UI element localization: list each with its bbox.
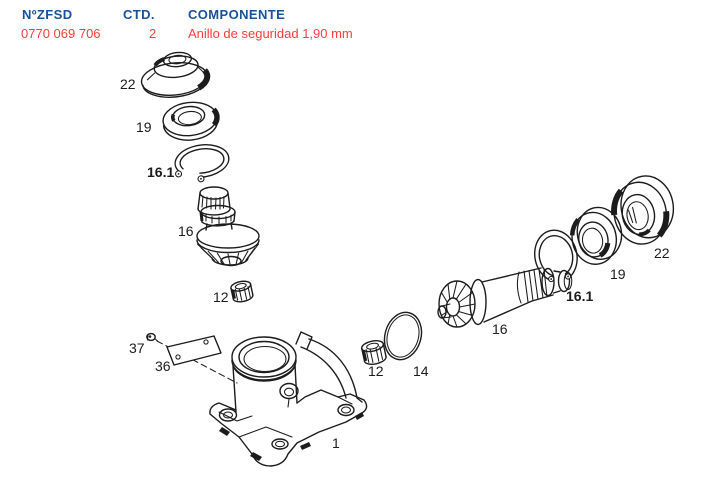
row-component[interactable]: Anillo de seguridad 1,90 mm xyxy=(188,26,353,41)
callout-37[interactable]: 37 xyxy=(129,340,145,356)
part-housing-1 xyxy=(209,331,368,467)
part-bushing-left xyxy=(230,280,254,303)
row-part-number[interactable]: 0770 069 706 xyxy=(21,26,101,41)
part-cover-left xyxy=(140,51,211,98)
callout-16-left[interactable]: 16 xyxy=(178,223,194,239)
callout-14[interactable]: 14 xyxy=(413,363,429,379)
column-header-component: COMPONENTE xyxy=(188,7,286,22)
callout-16-right[interactable]: 16 xyxy=(492,321,508,337)
column-header-quantity: CTD. xyxy=(123,7,155,22)
column-header-part-number: NºZFSD xyxy=(22,7,73,22)
part-snap-ring-left xyxy=(174,144,230,183)
part-seal-right xyxy=(569,206,623,265)
part-snap-ring-right xyxy=(534,229,578,283)
callout-19-right[interactable]: 19 xyxy=(610,266,626,282)
callout-16-1-left[interactable]: 16.1 xyxy=(147,164,174,180)
callout-22-right[interactable]: 22 xyxy=(654,245,670,261)
row-quantity[interactable]: 2 xyxy=(149,26,157,41)
callout-12-left[interactable]: 12 xyxy=(213,289,229,305)
callout-36[interactable]: 36 xyxy=(155,358,171,374)
callout-16-1-right[interactable]: 16.1 xyxy=(566,288,593,304)
callout-1[interactable]: 1 xyxy=(332,435,340,451)
callout-22-left[interactable]: 22 xyxy=(120,76,136,92)
part-seal-left xyxy=(162,101,220,141)
part-gear-shaft-right xyxy=(437,267,573,328)
part-gear-shaft-left xyxy=(196,186,260,267)
part-oring-14 xyxy=(383,311,423,361)
part-bearing-right xyxy=(611,175,675,245)
callout-19-left[interactable]: 19 xyxy=(136,119,152,135)
part-bushing-right xyxy=(361,340,387,365)
callout-12-right[interactable]: 12 xyxy=(368,363,384,379)
part-plate-36 xyxy=(166,335,222,366)
part-screw-37 xyxy=(146,332,159,342)
